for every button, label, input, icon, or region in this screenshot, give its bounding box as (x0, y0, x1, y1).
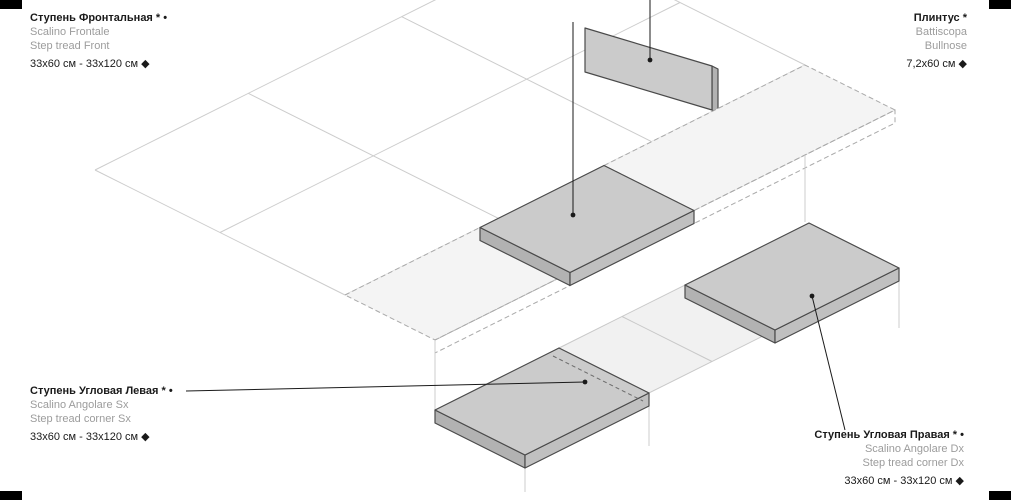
corner-left-sizes: 33x60 см - 33x120 см ◆ (30, 431, 150, 443)
bullnose-name-en: Bullnose (924, 40, 967, 52)
corner-right-top-face (684, 222, 900, 331)
step-front-sizes: 33x60 см - 33x120 см ◆ (30, 58, 150, 70)
label-corner-right: Ступень Угловая Правая * • Scalino Angol… (814, 428, 964, 488)
step-front-name-en: Step tread Front (30, 40, 110, 52)
leader-line-corner-right (811, 295, 846, 431)
corner-right-sizes: 33x60 см - 33x120 см ◆ (844, 475, 964, 487)
corner-left-top-face (434, 347, 650, 456)
crop-mark-top-right (989, 0, 1011, 9)
step-front-title: Ступень Фронтальная * • (30, 12, 168, 24)
corner-right-name-it: Scalino Angolare Dx (864, 443, 964, 455)
corner-right-name-en: Step tread corner Dx (862, 457, 965, 469)
step-front-name-it: Scalino Frontale (30, 26, 110, 38)
corner-right-title: Ступень Угловая Правая * • (814, 429, 964, 441)
bullnose-edge-face (711, 65, 719, 114)
label-step-tread-front: Ступень Фронтальная * • Scalino Frontale… (30, 11, 167, 71)
bullnose-name-it: Battiscopa (915, 26, 967, 38)
corner-piece-left (434, 347, 650, 469)
crop-mark-bottom-left (0, 491, 22, 500)
label-corner-left: Ступень Угловая Левая * • Scalino Angola… (30, 384, 173, 444)
label-bullnose: Плинтус * Battiscopa Bullnose 7,2x60 см … (906, 11, 967, 71)
bullnose-title: Плинтус * (913, 12, 967, 24)
leader-dot-step-front (570, 212, 576, 218)
leader-dot-corner-left (582, 379, 588, 385)
crop-mark-top-left (0, 0, 22, 9)
leader-dots (570, 57, 815, 385)
construction-lines (434, 155, 900, 492)
leader-dot-corner-right (809, 293, 815, 299)
crop-mark-bottom-right (989, 491, 1011, 500)
step-tread-front-piece (479, 164, 695, 287)
corner-left-name-it: Scalino Angolare Sx (30, 399, 129, 411)
bullnose-piece (584, 27, 719, 114)
corner-piece-right (684, 222, 900, 344)
leader-line-corner-left (185, 381, 586, 392)
corner-left-name-en: Step tread corner Sx (30, 413, 131, 425)
corner-left-title: Ступень Угловая Левая * • (30, 385, 173, 397)
tread-top-face (479, 164, 695, 274)
bullnose-sizes: 7,2x60 см ◆ (906, 58, 967, 70)
leader-lines (185, 0, 846, 431)
leader-dot-bullnose (647, 57, 653, 63)
corner-left-cut-line (552, 355, 644, 402)
bullnose-front-face (584, 27, 713, 111)
